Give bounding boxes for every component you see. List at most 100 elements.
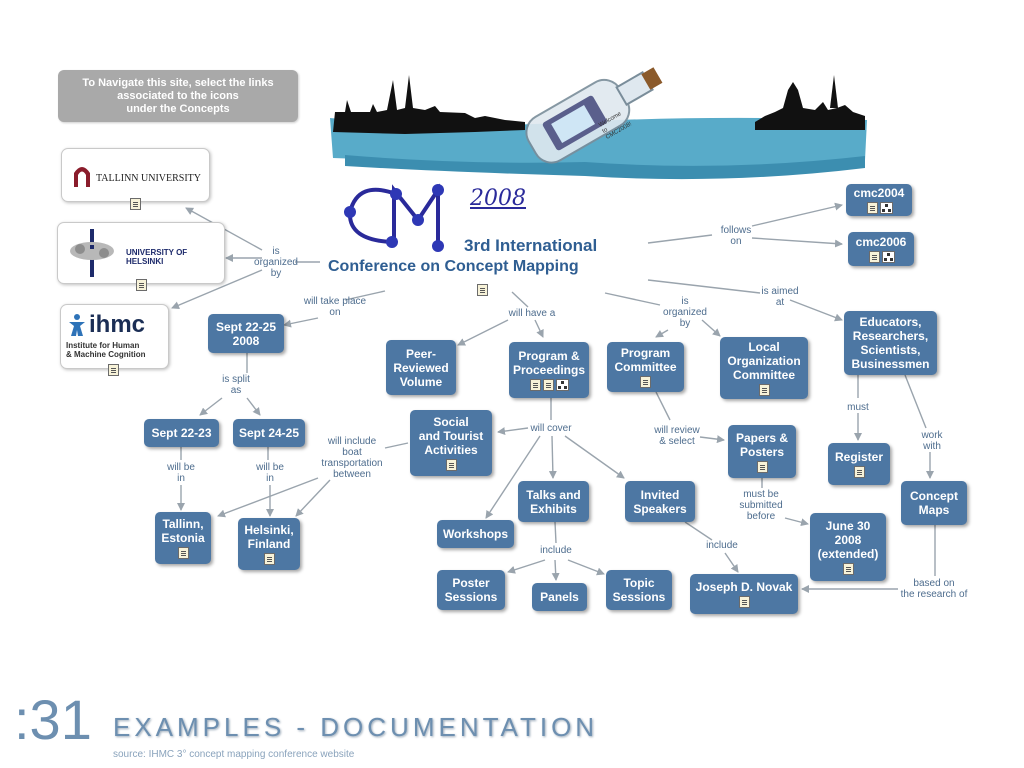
node-helsinki-label: Helsinki, Finland bbox=[244, 523, 294, 551]
document-icon[interactable] bbox=[853, 466, 865, 478]
node-educators-label: Educators, Researchers, Scientists, Busi… bbox=[851, 315, 930, 371]
document-icon[interactable] bbox=[543, 379, 554, 391]
node-sept22-25[interactable]: Sept 22-25 2008 bbox=[208, 314, 284, 353]
link-label-will-be-in-helsinki: will be in bbox=[256, 462, 284, 484]
node-papers-label: Papers & Posters bbox=[735, 430, 789, 459]
node-invited-label: Invited Speakers bbox=[633, 487, 687, 516]
node-program-proceedings[interactable]: Program & Proceedings bbox=[509, 342, 589, 398]
node-poster-sessions[interactable]: Poster Sessions bbox=[437, 570, 505, 610]
document-icon[interactable] bbox=[868, 251, 880, 263]
node-local-comm-label: Local Organization Committee bbox=[727, 340, 801, 382]
node-workshops[interactable]: Workshops bbox=[437, 520, 514, 548]
concept-map-icon[interactable] bbox=[879, 202, 893, 214]
ihmc-subtitle: Institute for Human & Machine Cognition bbox=[66, 341, 146, 359]
node-helsinki-finland[interactable]: Helsinki, Finland bbox=[238, 518, 300, 570]
bottle-note-line: to bbox=[602, 127, 610, 135]
node-cmc2004[interactable]: cmc2004 bbox=[846, 184, 912, 216]
tallinn-emblem-icon bbox=[74, 167, 90, 187]
link-label-is-split-as: is split as bbox=[222, 374, 250, 396]
link-label-include-invited: include bbox=[706, 540, 738, 551]
link-label-will-take-place-on: will take place on bbox=[303, 296, 367, 318]
node-sept22-23[interactable]: Sept 22-23 bbox=[144, 419, 219, 447]
node-register[interactable]: Register bbox=[828, 443, 890, 485]
ihmc-logo[interactable]: ihmc Institute for Human & Machine Cogni… bbox=[60, 304, 169, 369]
slide-heading: EXAMPLES - DOCUMENTATION bbox=[113, 712, 599, 742]
university-of-helsinki-logo[interactable]: UNIVERSITY OF HELSINKI bbox=[57, 222, 225, 284]
node-tallinn-label: Tallinn, Estonia bbox=[161, 517, 205, 545]
node-local-organization-committee[interactable]: Local Organization Committee bbox=[720, 337, 808, 399]
node-talks-exhibits[interactable]: Talks and Exhibits bbox=[518, 481, 589, 522]
tallinn-document-icon[interactable] bbox=[129, 196, 142, 215]
link-label-follows-on: follows on bbox=[720, 225, 752, 247]
node-invited-speakers[interactable]: Invited Speakers bbox=[625, 481, 695, 522]
node-social-label: Social and Tourist Activities bbox=[418, 415, 484, 457]
conference-year: 2008 bbox=[470, 186, 526, 211]
node-panels[interactable]: Panels bbox=[532, 583, 587, 611]
document-icon[interactable] bbox=[758, 384, 770, 396]
document-icon[interactable] bbox=[756, 460, 768, 473]
link-label-must: must bbox=[847, 402, 869, 413]
link-label-will-be-in-tallinn: will be in bbox=[167, 462, 195, 484]
node-papers-posters[interactable]: Papers & Posters bbox=[728, 425, 796, 478]
link-label-will-have-a: will have a bbox=[508, 308, 556, 319]
node-poster-sessions-label: Poster Sessions bbox=[444, 576, 498, 604]
link-label-will-include-boat: will include boat transportation between bbox=[321, 436, 383, 480]
tallinn-university-logo[interactable]: TALLINN UNIVERSITY bbox=[61, 148, 210, 202]
document-icon[interactable] bbox=[263, 553, 275, 565]
node-sept22-23-label: Sept 22-23 bbox=[151, 426, 212, 440]
link-label-based-on: based on the research of bbox=[900, 578, 968, 600]
source-caption: source: IHMC 3° concept mapping conferen… bbox=[113, 749, 355, 760]
node-concept-maps[interactable]: Concept Maps bbox=[901, 481, 967, 525]
node-peer-reviewed-volume[interactable]: Peer- Reviewed Volume bbox=[386, 340, 456, 395]
node-register-label: Register bbox=[834, 450, 884, 464]
node-cmc2006[interactable]: cmc2006 bbox=[848, 232, 914, 266]
node-joseph-novak[interactable]: Joseph D. Novak bbox=[690, 574, 798, 614]
navigation-note: To Navigate this site, select the links … bbox=[58, 70, 298, 122]
conference-document-icon[interactable] bbox=[476, 282, 489, 301]
link-label-work-with: work with bbox=[921, 430, 943, 452]
concept-map-icon[interactable] bbox=[556, 379, 569, 391]
node-peer-label: Peer- Reviewed Volume bbox=[393, 346, 449, 389]
link-label-is-organized-by-mid: is organized by bbox=[663, 296, 707, 329]
ihmc-document-icon[interactable] bbox=[107, 362, 120, 381]
navigation-note-text: To Navigate this site, select the links … bbox=[82, 76, 274, 115]
link-label-is-organized-by-left: is organized by bbox=[254, 246, 298, 279]
node-sept24-25[interactable]: Sept 24-25 bbox=[233, 419, 305, 447]
node-social-tourist-activities[interactable]: Social and Tourist Activities bbox=[410, 410, 492, 476]
node-cmc2006-label: cmc2006 bbox=[855, 235, 907, 249]
helsinki-document-icon[interactable] bbox=[135, 277, 148, 296]
node-sept24-25-label: Sept 24-25 bbox=[238, 426, 300, 440]
document-icon[interactable] bbox=[842, 563, 854, 575]
node-novak-label: Joseph D. Novak bbox=[695, 580, 793, 594]
document-icon[interactable] bbox=[445, 459, 457, 471]
cm2008-logo bbox=[344, 183, 444, 252]
node-concept-maps-label: Concept Maps bbox=[910, 489, 958, 517]
node-topic-sessions[interactable]: Topic Sessions bbox=[606, 570, 672, 610]
node-topic-sessions-label: Topic Sessions bbox=[612, 576, 666, 604]
document-icon[interactable] bbox=[530, 379, 541, 391]
helsinki-emblem-icon bbox=[70, 229, 114, 277]
node-workshops-label: Workshops bbox=[442, 527, 509, 541]
node-tallinn-estonia[interactable]: Tallinn, Estonia bbox=[155, 512, 211, 564]
node-program-proceedings-label: Program & Proceedings bbox=[512, 349, 586, 377]
document-icon[interactable] bbox=[177, 547, 189, 559]
link-label-must-be-submitted: must be submitted before bbox=[739, 489, 783, 522]
document-icon[interactable] bbox=[866, 202, 878, 214]
document-icon[interactable] bbox=[640, 376, 651, 388]
ihmc-name: ihmc bbox=[89, 311, 146, 338]
link-label-will-review-select: will review & select bbox=[654, 425, 700, 447]
document-icon[interactable] bbox=[738, 596, 750, 608]
node-sept22-25-label: Sept 22-25 2008 bbox=[215, 319, 277, 348]
tallinn-university-name: TALLINN UNIVERSITY bbox=[96, 173, 202, 184]
conference-title-line1: 3rd International bbox=[464, 236, 598, 255]
conference-title-line2: Conference on Concept Mapping bbox=[328, 258, 579, 275]
node-cmc2004-label: cmc2004 bbox=[853, 186, 905, 200]
concept-map-icon[interactable] bbox=[881, 251, 895, 263]
node-educators[interactable]: Educators, Researchers, Scientists, Busi… bbox=[844, 311, 937, 375]
helsinki-university-name: UNIVERSITY OF HELSINKI bbox=[126, 248, 188, 266]
node-june30-2008[interactable]: June 30 2008 (extended) bbox=[810, 513, 886, 581]
node-program-committee[interactable]: Program Committee bbox=[607, 342, 684, 392]
link-label-include-talks: include bbox=[540, 545, 572, 556]
node-panels-label: Panels bbox=[540, 590, 579, 604]
